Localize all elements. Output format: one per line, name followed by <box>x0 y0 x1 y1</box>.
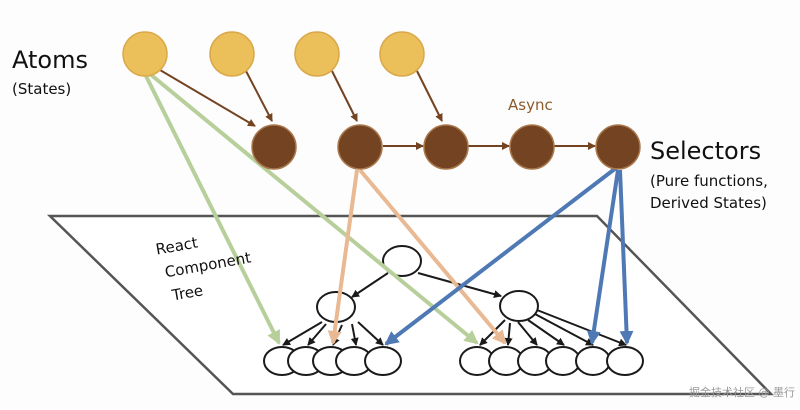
tree-leaf-left-5 <box>364 346 402 376</box>
tree-edge <box>527 319 565 346</box>
atom-node <box>122 31 168 77</box>
selectors-subtitle-1: (Pure functions, <box>650 172 768 190</box>
watermark: 掘金技术社区 @ 墨行 <box>689 385 795 399</box>
atom-node <box>379 31 425 77</box>
tree-edge <box>534 313 594 346</box>
tree-edge <box>282 321 323 346</box>
selector-to-component-arrow <box>384 166 618 346</box>
tree-edge <box>357 321 384 346</box>
tree-edge <box>351 272 389 298</box>
atom-node <box>209 31 255 77</box>
atom-to-selector-arrow <box>416 70 443 122</box>
selectors-title: Selectors <box>650 137 761 165</box>
atoms <box>122 31 425 77</box>
selector-to-component-arrow <box>586 169 620 345</box>
tree-leaf-right-5 <box>575 346 611 376</box>
selector-node <box>423 124 469 170</box>
selector-node <box>595 124 641 170</box>
tree-edge <box>417 272 502 298</box>
selector-node <box>509 124 555 170</box>
atom-to-selector-arrow <box>245 70 273 122</box>
selector-node <box>251 124 297 170</box>
tree-leaf-right-4 <box>545 346 581 376</box>
subscription-arrows <box>144 72 634 346</box>
atom-to-component-arrow <box>144 75 281 345</box>
atoms-title: Atoms <box>12 46 88 74</box>
tree-edge <box>307 323 327 346</box>
selectors-subtitle-2: Derived States) <box>650 194 767 212</box>
tree-edge <box>517 321 538 346</box>
atoms-subtitle: (States) <box>12 80 71 98</box>
tree-edge <box>350 323 359 346</box>
atom-to-selector-arrow <box>159 69 256 127</box>
component-tree <box>263 245 644 376</box>
tree-label-line-3: Tree <box>170 281 205 304</box>
atom-to-selector-arrow <box>331 70 358 122</box>
atom-node <box>294 31 340 77</box>
tree-node-root <box>382 245 422 277</box>
dependency-arrows <box>159 69 596 150</box>
selector-to-component-arrow <box>618 169 634 345</box>
tree-leaf-right-6 <box>606 346 644 376</box>
selector-to-component-arrow <box>358 168 507 345</box>
async-label: Async <box>508 96 553 114</box>
selector-node <box>337 124 383 170</box>
tree-node-right-mid <box>499 290 539 322</box>
tree-edge <box>504 322 513 346</box>
tree-edge <box>536 309 627 347</box>
atom-to-component-arrow <box>148 72 479 345</box>
selectors <box>251 124 641 170</box>
selector-to-component-arrow <box>327 169 359 345</box>
